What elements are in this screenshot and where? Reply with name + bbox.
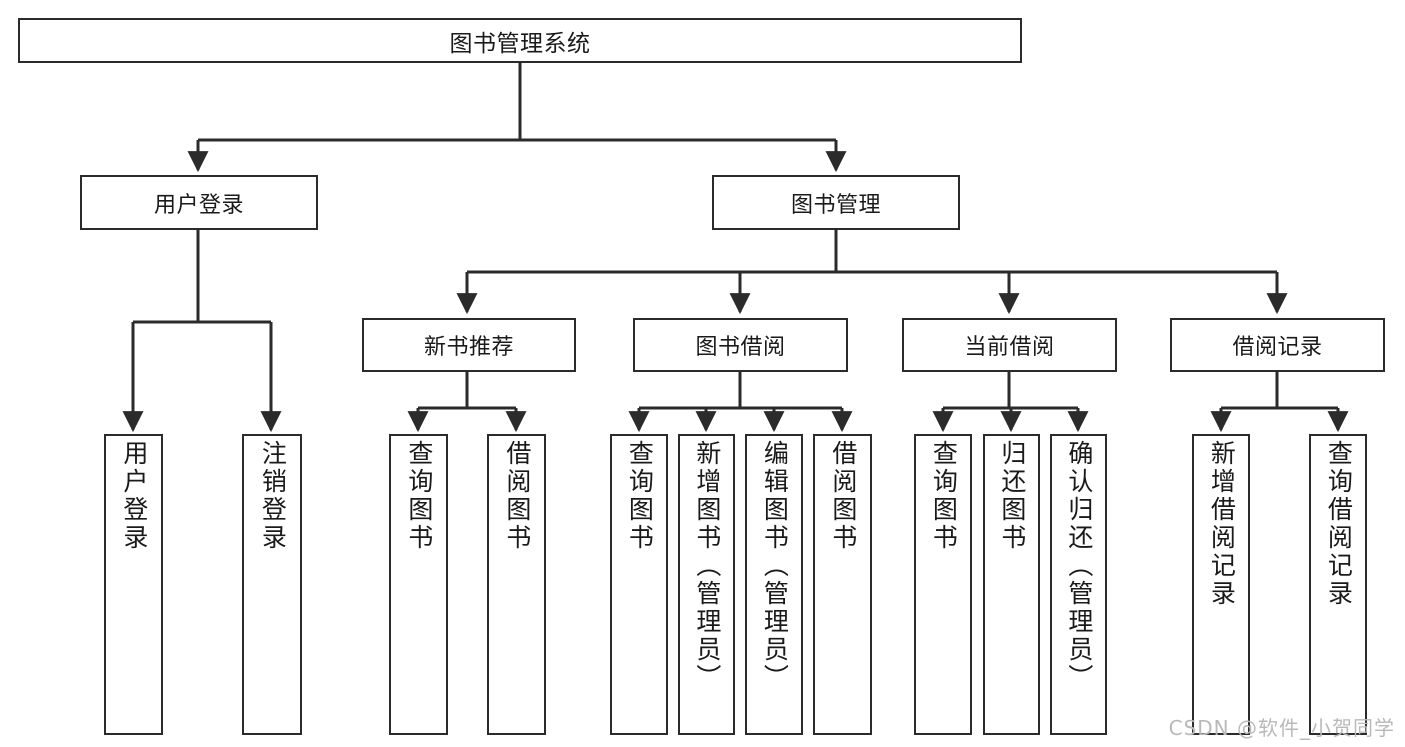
node-leaf-query-book-1-label: 查询图书	[404, 440, 434, 552]
node-leaf-user-login-label: 用户登录	[119, 440, 149, 552]
node-leaf-edit-book-label: 编辑图书（管理员）	[760, 440, 790, 692]
node-leaf-query-record[interactable]: 查询借阅记录	[1309, 434, 1367, 735]
node-root-label: 图书管理系统	[449, 30, 591, 57]
node-leaf-edit-book[interactable]: 编辑图书（管理员）	[745, 434, 803, 735]
node-leaf-return-book[interactable]: 归还图书	[983, 434, 1040, 735]
node-book-manage-label: 图书管理	[790, 192, 881, 218]
node-leaf-add-record-label: 新增借阅记录	[1207, 440, 1237, 608]
node-leaf-query-book-2-label: 查询图书	[625, 440, 655, 552]
node-borrow-record[interactable]: 借阅记录	[1170, 318, 1385, 372]
node-book-borrow-label: 图书借阅	[695, 335, 786, 360]
node-leaf-return-book-label: 归还图书	[997, 440, 1027, 552]
node-current-borrow[interactable]: 当前借阅	[902, 318, 1117, 372]
node-leaf-borrow-book-1-label: 借阅图书	[502, 440, 532, 552]
node-leaf-user-login[interactable]: 用户登录	[104, 434, 163, 735]
node-leaf-query-book-3-label: 查询图书	[929, 440, 959, 552]
node-leaf-query-book-1[interactable]: 查询图书	[389, 434, 448, 735]
node-leaf-borrow-book-1[interactable]: 借阅图书	[487, 434, 546, 735]
node-leaf-add-book[interactable]: 新增图书（管理员）	[678, 434, 735, 735]
node-leaf-borrow-book-2[interactable]: 借阅图书	[813, 434, 872, 735]
node-leaf-logout-label: 注销登录	[258, 440, 288, 552]
watermark: CSDN @软件_小贺同学	[1168, 716, 1395, 740]
node-leaf-confirm-return-label: 确认归还（管理员）	[1064, 440, 1094, 692]
node-leaf-add-book-label: 新增图书（管理员）	[692, 440, 722, 692]
node-leaf-confirm-return[interactable]: 确认归还（管理员）	[1050, 434, 1107, 735]
node-leaf-logout[interactable]: 注销登录	[242, 434, 302, 735]
node-leaf-query-book-3[interactable]: 查询图书	[914, 434, 972, 735]
node-book-borrow[interactable]: 图书借阅	[633, 318, 848, 372]
node-user-login[interactable]: 用户登录	[80, 175, 318, 230]
node-book-manage[interactable]: 图书管理	[712, 175, 960, 230]
node-leaf-borrow-book-2-label: 借阅图书	[828, 440, 858, 552]
node-leaf-query-book-2[interactable]: 查询图书	[610, 434, 668, 735]
node-new-book-rec-label: 新书推荐	[423, 335, 514, 360]
node-leaf-query-record-label: 查询借阅记录	[1324, 440, 1354, 608]
node-current-borrow-label: 当前借阅	[964, 335, 1055, 360]
node-leaf-add-record[interactable]: 新增借阅记录	[1192, 434, 1250, 735]
node-new-book-rec[interactable]: 新书推荐	[362, 318, 576, 372]
node-borrow-record-label: 借阅记录	[1232, 335, 1323, 360]
node-user-login-label: 用户登录	[153, 192, 244, 218]
node-root[interactable]: 图书管理系统	[18, 18, 1022, 63]
